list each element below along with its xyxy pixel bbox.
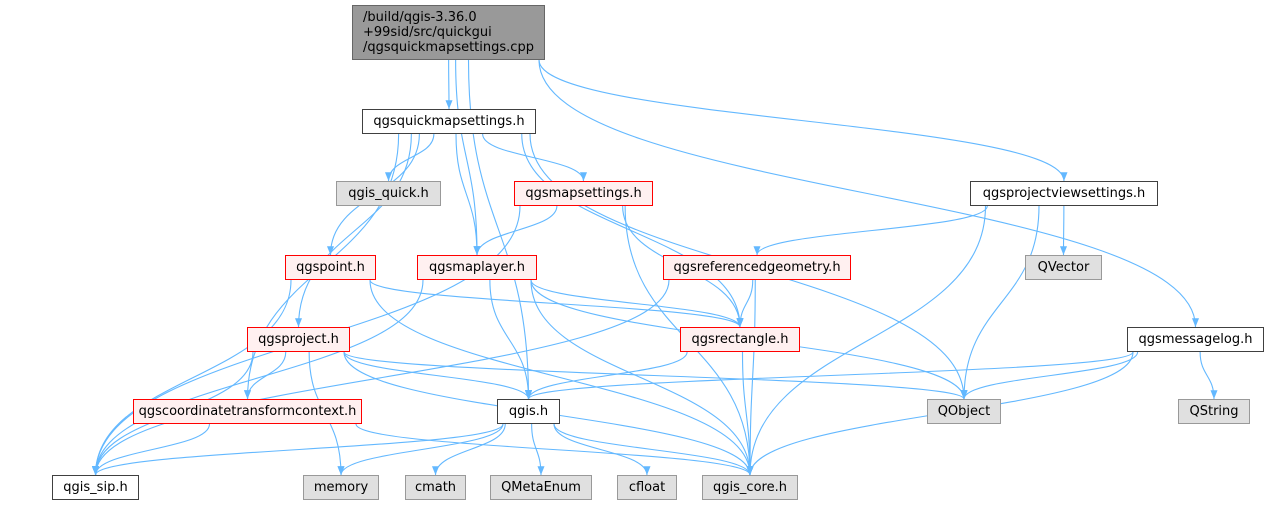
edge-qgis_h-to-qmetaenum (531, 423, 545, 476)
edge-maplayer-to-rectangle (530, 279, 744, 328)
edge-rectangle-to-qgis_h (525, 351, 688, 400)
edge-qgis_h-to-qgis_core (553, 423, 754, 476)
node-qgsmapsettings-h[interactable]: qgsmapsettings.h (514, 181, 653, 206)
edge-pvs_h-to-qobject (960, 205, 1040, 400)
edge-ctc-to-qgis_sip (92, 423, 211, 476)
edge-maplayer-to-qgis_h (489, 279, 533, 400)
edge-rectangle-to-qgis_core (741, 351, 754, 476)
node-qgspoint-h[interactable]: qgspoint.h (285, 255, 376, 280)
node-qgsprojectviewsettings-h[interactable]: qgsprojectviewsettings.h (970, 181, 1158, 206)
edge-qms_h-to-project (294, 133, 412, 328)
node-qgsmessagelog-h[interactable]: qgsmessagelog.h (1127, 327, 1264, 352)
edge-qms_h-to-maplayer (455, 133, 481, 256)
edge-project-to-ctc (243, 351, 287, 400)
node-qobject[interactable]: QObject (927, 399, 1001, 424)
edge-root-to-pvs_h (538, 59, 1068, 182)
node-qgsrectangle-h[interactable]: qgsrectangle.h (680, 327, 800, 352)
node-qgsproject-h[interactable]: qgsproject.h (247, 327, 350, 352)
node-cmath[interactable]: cmath (405, 475, 466, 500)
node-qstring[interactable]: QString (1178, 399, 1250, 424)
edge-point-to-qgis_sip (91, 279, 292, 476)
edge-maplayer-to-qgis_sip (92, 279, 424, 476)
node-qmetaenum[interactable]: QMetaEnum (490, 475, 592, 500)
edge-msglog-to-qgis_h (525, 351, 1134, 400)
node-qgis-sip-h[interactable]: qgis_sip.h (52, 475, 139, 500)
node-qgscoordinatetransformcontext-h[interactable]: qgscoordinatetransformcontext.h (133, 399, 362, 424)
edge-refgeom-to-qgis_core (746, 279, 756, 476)
edge-qms_h-to-mapsettings (482, 133, 587, 182)
edge-qgis_h-to-qgis_sip (92, 423, 504, 476)
edge-project-to-qobject (343, 351, 968, 400)
edge-ctc-to-qgis_core (355, 423, 754, 476)
node-qgis-core-h[interactable]: qgis_core.h (702, 475, 798, 500)
node-qgsmaplayer-h[interactable]: qgsmaplayer.h (417, 255, 537, 280)
node-qgsreferencedgeometry-h[interactable]: qgsreferencedgeometry.h (663, 255, 851, 280)
edge-point-to-rectangle (369, 279, 744, 328)
node-qgsquickmapsettings-cpp[interactable]: /build/qgis-3.36.0 +99sid/src/quickgui /… (352, 5, 545, 60)
edge-pvs_h-to-qgis_core (746, 205, 987, 476)
edge-refgeom-to-rectangle (736, 279, 754, 328)
node-memory[interactable]: memory (303, 475, 379, 500)
node-cfloat[interactable]: cfloat (617, 475, 677, 500)
edge-project-to-qgis_h (343, 351, 532, 400)
edge-qgis_h-to-memory (337, 423, 504, 476)
node-qgis-h[interactable]: qgis.h (497, 399, 560, 424)
node-qvector[interactable]: QVector (1025, 255, 1102, 280)
edge-msglog-to-qstring (1199, 351, 1218, 400)
edge-point-to-qgis_core (369, 279, 754, 476)
edge-pvs_h-to-refgeom (753, 205, 988, 256)
node-qgis-quick-h[interactable]: qgis_quick.h (336, 181, 441, 206)
edge-refgeom-to-qgis_sip (92, 279, 670, 476)
edge-qgis_h-to-cmath (432, 423, 506, 476)
node-qgsquickmapsettings-h[interactable]: qgsquickmapsettings.h (362, 109, 536, 134)
edge-qgis_h-to-cfloat (553, 423, 651, 476)
edge-qms_h-to-qgis_quick (384, 133, 435, 182)
edge-maplayer-to-qgis_core (530, 279, 754, 476)
edge-root-to-msglog (538, 59, 1199, 328)
edge-mapsettings-to-maplayer (473, 205, 558, 256)
edge-root-to-maplayer (455, 59, 481, 256)
